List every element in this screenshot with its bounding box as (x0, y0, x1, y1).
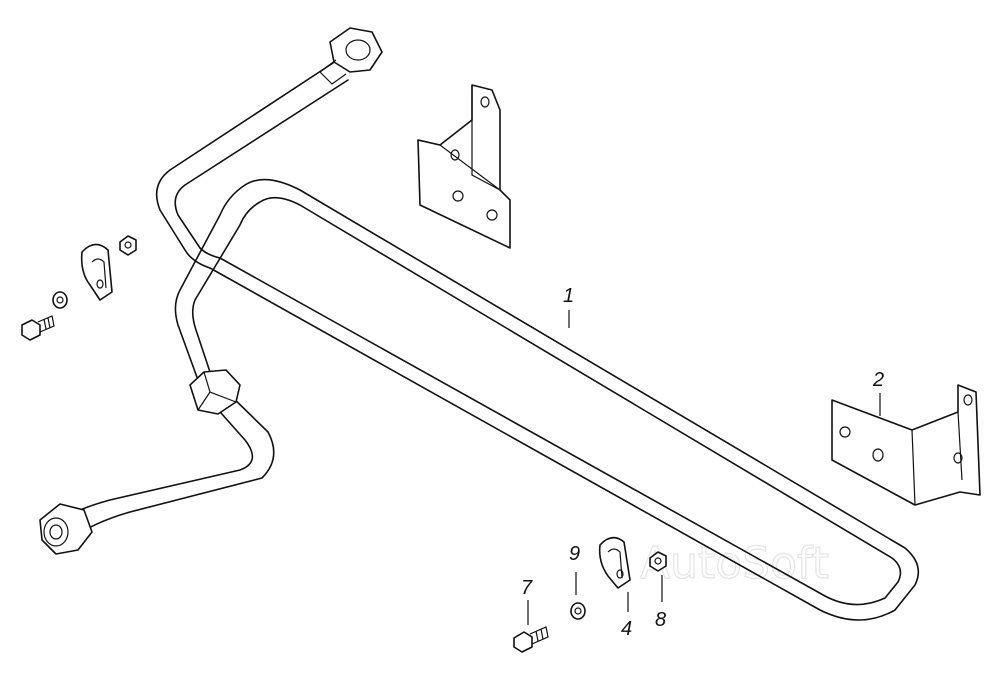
left-nut (119, 235, 137, 256)
upper-bracket (417, 84, 511, 249)
fuel-pipe-assembly (39, 27, 920, 621)
callout-2: 2 (872, 369, 884, 391)
left-clip (80, 243, 113, 301)
part-2-bracket (831, 384, 981, 506)
bottom-fitting-nut (39, 503, 93, 555)
callout-7: 7 (521, 577, 533, 599)
callout-4: 4 (621, 618, 632, 640)
callout-9: 9 (569, 543, 580, 565)
left-bolt (21, 315, 55, 341)
middle-fitting-nut (189, 369, 241, 415)
top-fitting-nut (319, 27, 383, 85)
part-9-washer (570, 602, 586, 620)
callout-1: 1 (563, 285, 574, 307)
part-8-nut (649, 551, 667, 572)
callout-8: 8 (655, 609, 666, 631)
leader-lines (527, 310, 881, 625)
left-washer (52, 291, 68, 309)
part-4-clip (598, 536, 631, 589)
part-7-bolt (513, 626, 549, 653)
